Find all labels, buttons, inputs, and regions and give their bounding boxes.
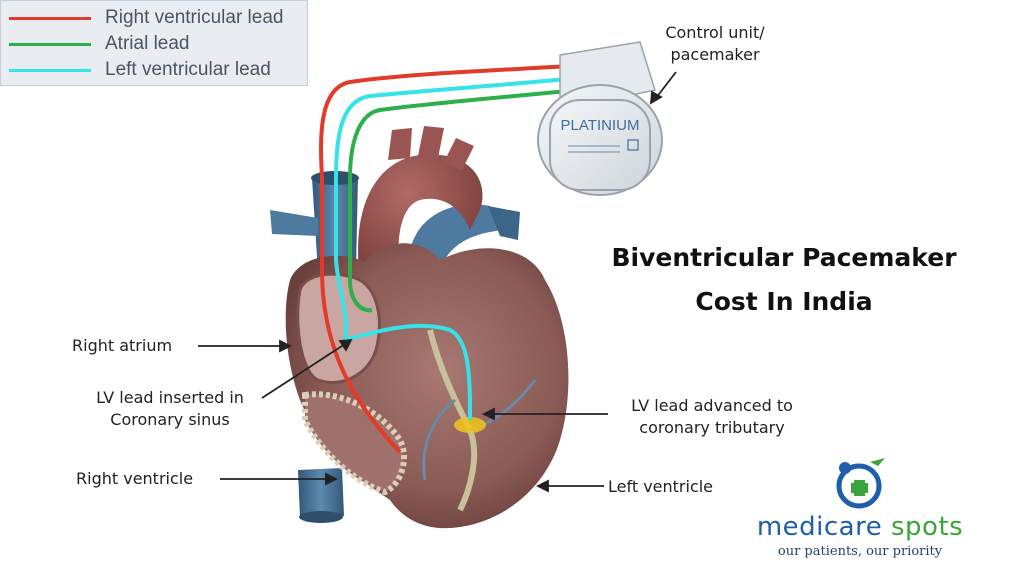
brand-name: medicare spots bbox=[745, 512, 975, 542]
brand-tagline: our patients, our priority bbox=[777, 544, 943, 559]
label-lv-inserted-line1: LV lead inserted in bbox=[96, 388, 244, 407]
legend-swatch-cyan bbox=[9, 68, 91, 72]
legend-label: Left ventricular lead bbox=[105, 59, 271, 80]
right-ventricular-lead bbox=[319, 62, 599, 454]
label-left-ventricle: Left ventricle bbox=[608, 477, 714, 496]
leads bbox=[319, 62, 599, 454]
brand-name-part2: spots bbox=[890, 512, 964, 542]
device-label: Control unit/ pacemaker bbox=[640, 22, 790, 66]
legend-item-atrial: Atrial lead bbox=[9, 33, 190, 55]
label-right-atrium: Right atrium bbox=[72, 336, 173, 355]
pulmonary-artery bbox=[410, 204, 520, 270]
label-lv-advanced-line2: coronary tributary bbox=[639, 418, 785, 437]
device-label-line2: pacemaker bbox=[670, 45, 760, 64]
legend-swatch-green bbox=[9, 42, 91, 46]
label-lv-inserted-line2: Coronary sinus bbox=[110, 410, 230, 429]
label-lv-lead-inserted: LV lead inserted in Coronary sinus bbox=[82, 387, 258, 431]
title-line1: Biventricular Pacemaker bbox=[611, 243, 957, 272]
page-title: Biventricular Pacemaker Cost In India bbox=[566, 236, 1002, 324]
brand-name-part1: medicare bbox=[756, 512, 883, 542]
legend: Right ventricular lead Atrial lead Left … bbox=[0, 0, 308, 86]
legend-swatch-red bbox=[9, 16, 91, 20]
atrial-lead bbox=[348, 86, 599, 313]
pointer-arrows bbox=[198, 71, 677, 493]
left-ventricular-lead bbox=[334, 74, 599, 421]
legend-label: Atrial lead bbox=[105, 33, 190, 54]
device-brand-text: PLATINIUM bbox=[561, 117, 640, 134]
label-lv-lead-advanced: LV lead advanced to coronary tributary bbox=[612, 395, 812, 439]
label-lv-advanced-line1: LV lead advanced to bbox=[631, 396, 793, 415]
device-label-line1: Control unit/ bbox=[665, 23, 765, 42]
heart bbox=[285, 243, 569, 529]
inferior-vena-cava bbox=[298, 468, 344, 523]
medicare-spots-logo bbox=[836, 458, 885, 509]
legend-item-left-ventricular: Left ventricular lead bbox=[9, 59, 271, 81]
pacemaker-device: PLATINIUM bbox=[537, 41, 663, 196]
right-ventricle-chamber bbox=[302, 391, 407, 496]
legend-item-right-ventricular: Right ventricular lead bbox=[9, 7, 283, 29]
label-right-ventricle: Right ventricle bbox=[76, 469, 194, 488]
title-line2: Cost In India bbox=[695, 287, 873, 316]
legend-label: Right ventricular lead bbox=[105, 7, 284, 28]
